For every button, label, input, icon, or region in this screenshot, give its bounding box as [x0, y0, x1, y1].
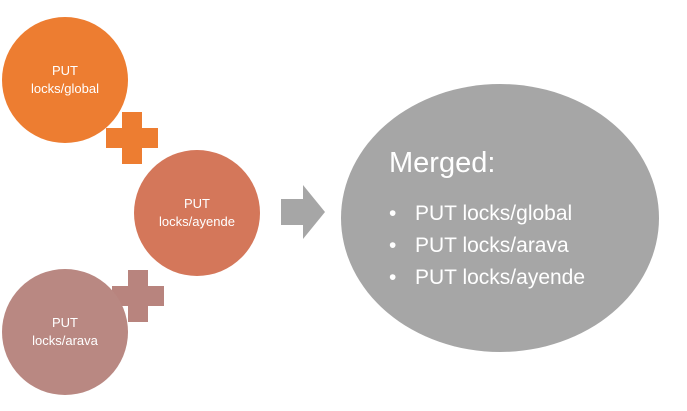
node-put-locks-global: PUT locks/global — [2, 17, 128, 143]
node-global-line2: locks/global — [31, 81, 99, 96]
plus-icon — [112, 270, 164, 322]
plus-icon — [106, 112, 158, 164]
merged-item-label: PUT locks/global — [415, 202, 573, 225]
node-arava-line2: locks/arava — [32, 333, 98, 348]
merged-title: Merged: — [389, 147, 496, 179]
merged-list-item: • PUT locks/global — [389, 198, 585, 230]
node-put-locks-ayende: PUT locks/ayende — [134, 150, 260, 276]
merged-list-item: • PUT locks/ayende — [389, 262, 585, 294]
bullet-icon: • — [389, 202, 397, 225]
node-ayende-line2: locks/ayende — [159, 214, 235, 229]
node-arava-line1: PUT — [52, 315, 78, 330]
merged-list-item: • PUT locks/arava — [389, 230, 585, 262]
node-put-locks-arava: PUT locks/arava — [2, 269, 128, 395]
bullet-icon: • — [389, 234, 397, 257]
arrow-right-icon — [281, 185, 325, 239]
node-global-line1: PUT — [52, 63, 78, 78]
merged-item-label: PUT locks/ayende — [415, 266, 586, 289]
node-ayende-line1: PUT — [184, 196, 210, 211]
merged-result-ellipse — [341, 84, 659, 352]
merged-list: • PUT locks/global • PUT locks/arava • PUT … — [389, 198, 585, 294]
bullet-icon: • — [389, 266, 397, 289]
merged-item-label: PUT locks/arava — [415, 234, 569, 257]
